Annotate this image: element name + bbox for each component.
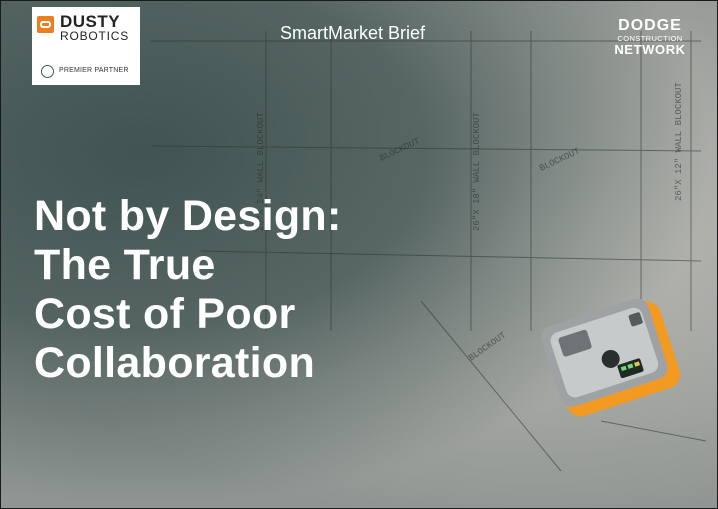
publisher-line-2: CONSTRUCTION: [617, 34, 683, 43]
partner-subname: ROBOTICS: [60, 29, 130, 43]
headline-line-3: Cost of Poor: [34, 290, 296, 338]
partner-logo: DUSTY ROBOTICS PREMIER PARTNER: [32, 7, 140, 85]
floor-mark-5: BLOCKOUT: [378, 136, 422, 164]
report-type: SmartMarket Brief: [280, 23, 426, 43]
layout-robot-image: [541, 298, 681, 417]
headline-line-2: The True: [34, 241, 216, 289]
floor-mark-6: BLOCKOUT: [467, 330, 509, 363]
floor-mark-2: 26"X 18" WALL BLOCKOUT: [472, 112, 482, 231]
headline-line-1: Not by Design:: [34, 192, 342, 240]
partner-badge: PREMIER PARTNER: [59, 67, 129, 74]
publisher-line-3: NETWORK: [614, 42, 686, 57]
dusty-robotics-icon: [37, 16, 54, 33]
floor-mark-4: BLOCKOUT: [538, 146, 582, 174]
publisher-line-1: DODGE: [618, 17, 682, 34]
shield-icon: [41, 65, 54, 78]
headline: Not by Design: The True Cost of Poor Col…: [34, 192, 342, 388]
headline-line-4: Collaboration: [34, 339, 316, 387]
publisher-logo: DODGE CONSTRUCTION NETWORK: [604, 17, 696, 57]
floor-mark-1: 26"X 24" WALL BLOCKOUT: [256, 112, 266, 231]
floor-mark-3: 26"X 12" WALL BLOCKOUT: [674, 82, 684, 201]
partner-name: DUSTY: [60, 12, 121, 31]
